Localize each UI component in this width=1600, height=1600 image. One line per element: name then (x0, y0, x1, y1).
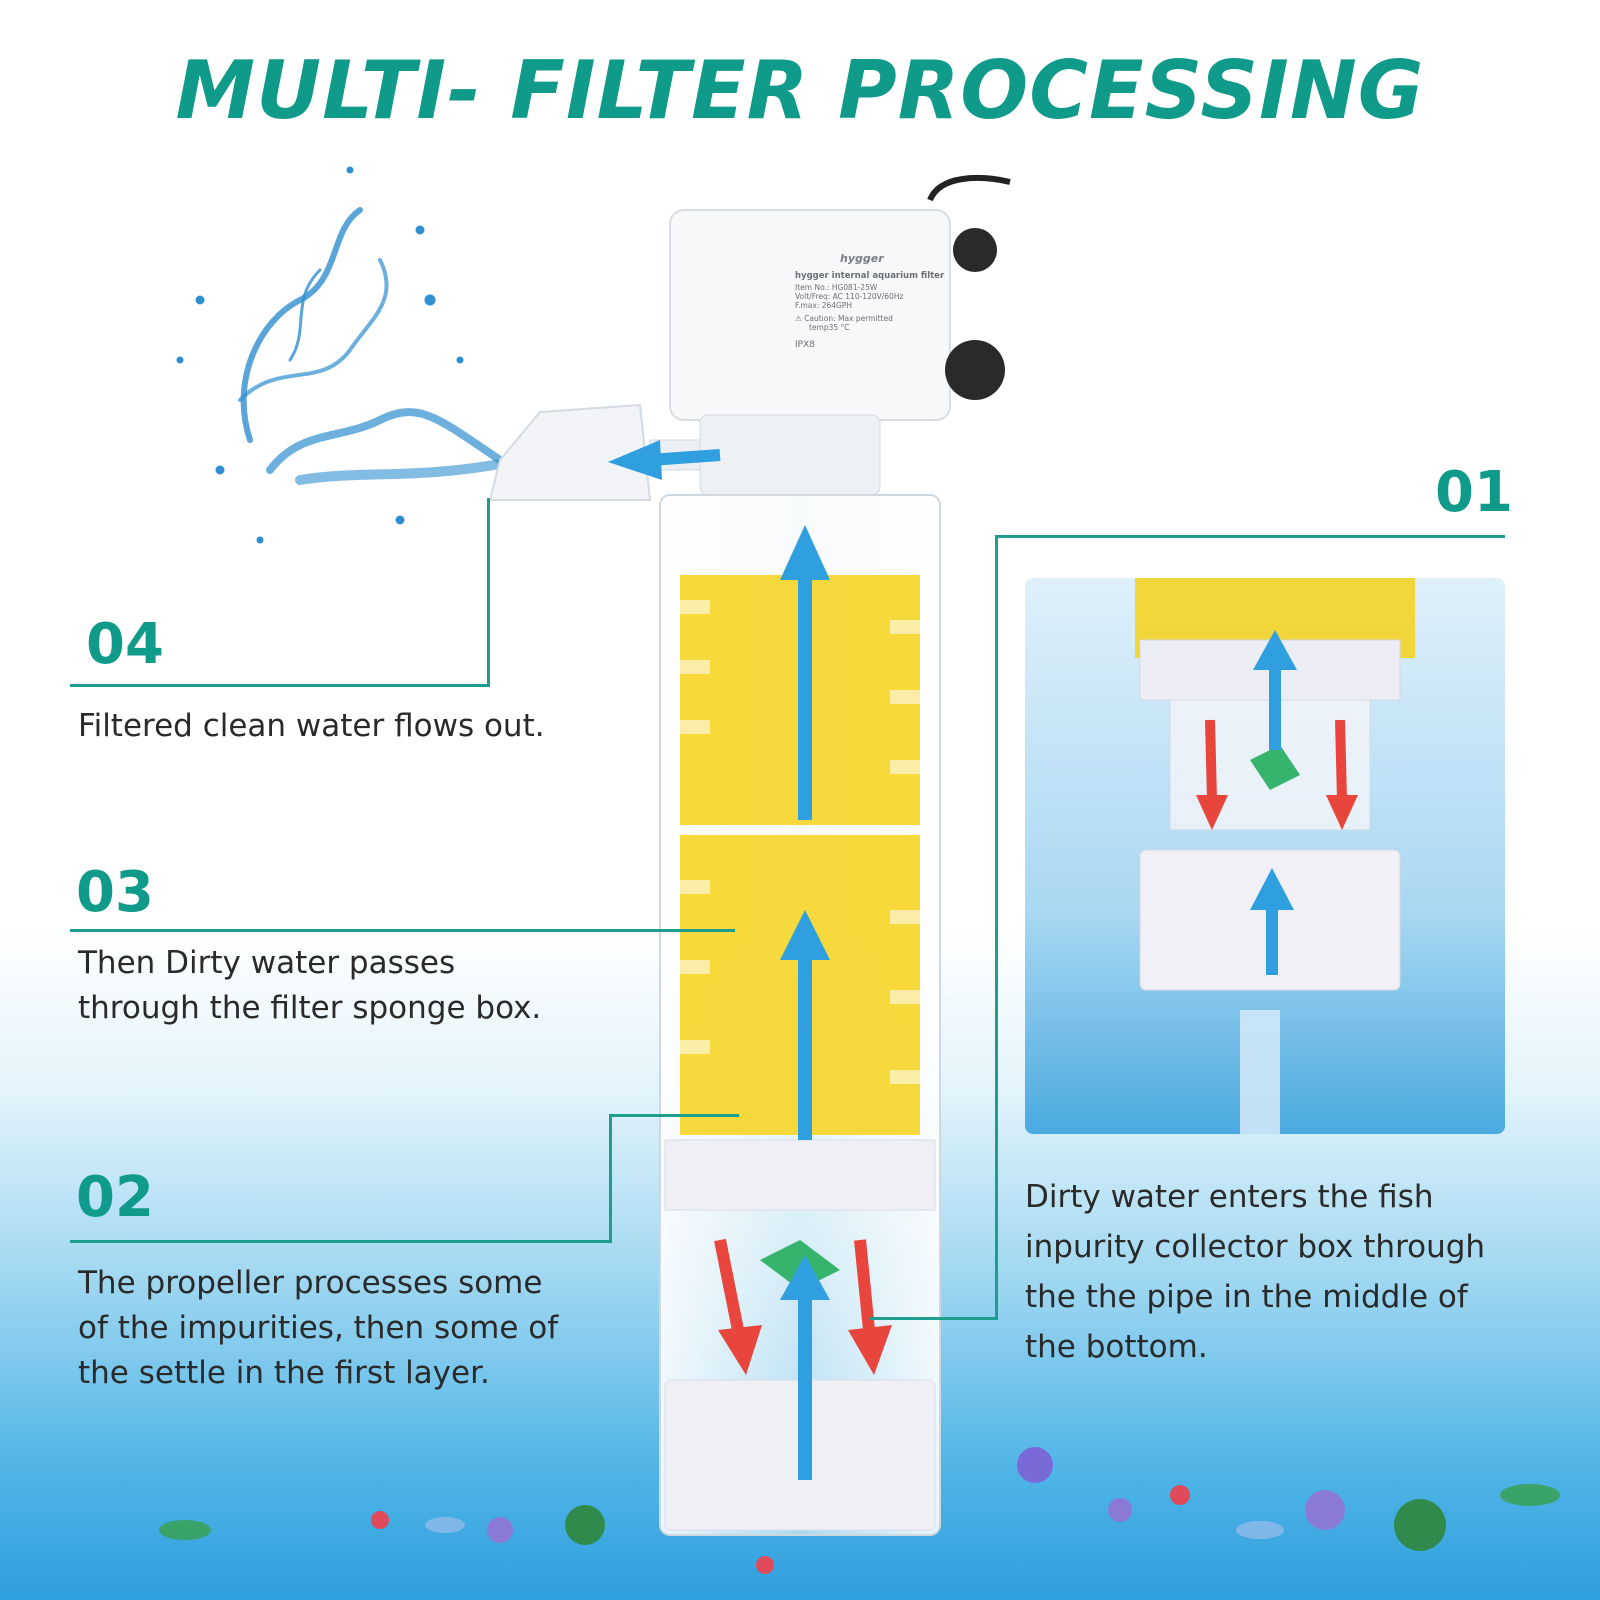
step-01-leader-bottom (870, 1317, 998, 1320)
inflow-stream (1240, 1010, 1280, 1134)
page-title: MULTI- FILTER PROCESSING (175, 44, 1425, 137)
device-label: hygger hygger internal aquarium filter I… (795, 252, 945, 350)
step-02-leader-vertical (609, 1114, 612, 1243)
step-03-leader-horizontal (70, 929, 735, 932)
water-splash (176, 166, 515, 544)
flow-down-arrow (854, 1239, 876, 1341)
step-03-number: 03 (76, 860, 154, 925)
step-02-number: 02 (76, 1165, 154, 1230)
outflow-arrow (649, 449, 721, 466)
suction-cup-icon (953, 228, 997, 272)
step-01-leader-horizontal (995, 535, 1505, 538)
device-name: hygger internal aquarium filter (795, 271, 945, 281)
step-01-number: 01 (1435, 460, 1513, 525)
device-fmax: F.max: 264GPH (795, 301, 853, 310)
warning-icon: ⚠ (795, 314, 802, 323)
step-02-text: The propeller processes some of the impu… (78, 1265, 559, 1391)
device-temp: temp35 °C (809, 323, 850, 332)
flow-down-arrow (714, 1238, 746, 1342)
step-01-leader-vertical (995, 535, 998, 1320)
step-03-text: Then Dirty water passes through the filt… (78, 945, 542, 1026)
step-04-leader-horizontal (70, 684, 490, 687)
device-volt-freq: Volt/Freq: AC 110-120V/60Hz (795, 292, 904, 301)
outlet-nozzle (488, 403, 652, 501)
suction-cup-icon (945, 340, 1005, 400)
step-02-leader-top (609, 1114, 739, 1117)
step-04-number: 04 (86, 612, 164, 677)
chamber-divider (664, 1139, 936, 1211)
device-ip-rating: IPX8 (795, 340, 815, 350)
step-04-text: Filtered clean water flows out. (78, 708, 545, 744)
device-caution: Caution: Max permitted (804, 314, 893, 323)
step-01-text: Dirty water enters the fish inpurity col… (1025, 1179, 1486, 1365)
bacteria-decor (159, 1447, 1560, 1574)
device-brand: hygger (840, 252, 884, 265)
power-cord (927, 175, 1011, 202)
step-04-leader-vertical (487, 498, 490, 687)
step-02-leader-horizontal (70, 1240, 612, 1243)
device-item-no: Item No.: HG081-25W (795, 283, 878, 292)
